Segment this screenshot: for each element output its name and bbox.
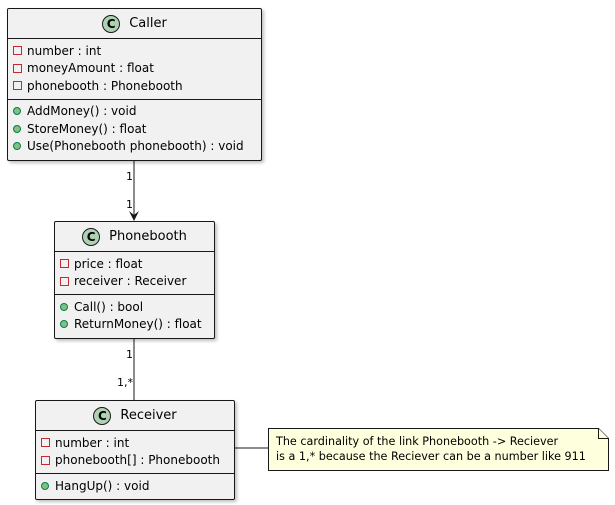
note[interactable]: The cardinality of the link Phonebooth -… xyxy=(268,428,609,471)
method-row: HangUp() : void xyxy=(36,477,234,495)
method-row: Call() : bool xyxy=(55,298,214,316)
private-visibility-icon xyxy=(13,46,22,56)
class-receiver-name: Receiver xyxy=(120,408,177,423)
field-text: receiver : Receiver xyxy=(74,274,187,289)
private-visibility-icon xyxy=(60,276,69,286)
class-caller-fields: number : int moneyAmount : float phonebo… xyxy=(8,39,261,99)
class-caller-header: C Caller xyxy=(8,9,261,39)
field-row: moneyAmount : float xyxy=(8,60,261,78)
field-row: number : int xyxy=(36,434,234,452)
class-icon: C xyxy=(102,14,121,33)
multiplicity-phonebooth-source: 1 xyxy=(126,348,133,361)
multiplicity-caller-end: 1 xyxy=(126,170,133,183)
class-receiver-fields: number : int phonebooth[] : Phonebooth xyxy=(36,431,234,473)
method-text: Call() : bool xyxy=(74,299,144,314)
public-visibility-icon xyxy=(13,142,21,151)
field-row: number : int xyxy=(8,42,261,60)
class-icon: C xyxy=(93,406,112,425)
method-text: AddMoney() : void xyxy=(27,104,137,119)
private-visibility-icon xyxy=(13,63,22,73)
class-receiver-methods: HangUp() : void xyxy=(36,473,234,499)
private-visibility-icon xyxy=(41,455,50,465)
field-text: number : int xyxy=(27,43,102,58)
note-line-1: The cardinality of the link Phonebooth -… xyxy=(276,435,559,448)
note-line-2: is a 1,* because the Reciever can be a n… xyxy=(276,450,586,463)
private-visibility-icon xyxy=(41,438,50,448)
method-text: StoreMoney() : float xyxy=(27,121,147,136)
public-visibility-icon xyxy=(60,320,68,329)
field-text: moneyAmount : float xyxy=(27,61,154,76)
private-visibility-icon xyxy=(13,81,22,91)
public-visibility-icon xyxy=(13,124,21,133)
method-row: Use(Phonebooth phonebooth) : void xyxy=(8,138,261,156)
note-shape xyxy=(268,428,609,471)
class-phonebooth[interactable]: C Phonebooth price : float receiver : Re… xyxy=(54,221,215,339)
note-text: The cardinality of the link Phonebooth -… xyxy=(276,434,586,464)
class-receiver-header: C Receiver xyxy=(36,401,234,431)
method-text: ReturnMoney() : float xyxy=(74,317,202,332)
class-receiver[interactable]: C Receiver number : int phonebooth[] : P… xyxy=(35,400,235,500)
multiplicity-receiver-end: 1,* xyxy=(117,376,133,389)
class-phonebooth-header: C Phonebooth xyxy=(55,222,214,252)
class-phonebooth-fields: price : float receiver : Receiver xyxy=(55,252,214,294)
class-caller-methods: AddMoney() : void StoreMoney() : float U… xyxy=(8,98,261,160)
method-text: HangUp() : void xyxy=(55,478,150,493)
class-icon: C xyxy=(82,227,101,246)
field-text: phonebooth : Phonebooth xyxy=(27,78,183,93)
field-row: price : float xyxy=(55,255,214,273)
public-visibility-icon xyxy=(41,481,49,490)
field-text: phonebooth[] : Phonebooth xyxy=(55,453,220,468)
method-row: AddMoney() : void xyxy=(8,103,261,121)
class-phonebooth-methods: Call() : bool ReturnMoney() : float xyxy=(55,294,214,337)
method-row: StoreMoney() : float xyxy=(8,120,261,138)
class-caller-name: Caller xyxy=(129,16,167,31)
method-row: ReturnMoney() : float xyxy=(55,316,214,334)
field-text: number : int xyxy=(55,435,130,450)
class-caller[interactable]: C Caller number : int moneyAmount : floa… xyxy=(7,8,262,161)
field-text: price : float xyxy=(74,256,143,271)
multiplicity-phonebooth-end: 1 xyxy=(126,198,133,211)
field-row: receiver : Receiver xyxy=(55,273,214,291)
field-row: phonebooth[] : Phonebooth xyxy=(36,452,234,470)
method-text: Use(Phonebooth phonebooth) : void xyxy=(27,139,244,154)
public-visibility-icon xyxy=(13,107,21,116)
field-row: phonebooth : Phonebooth xyxy=(8,77,261,95)
private-visibility-icon xyxy=(60,259,69,269)
public-visibility-icon xyxy=(60,302,68,311)
class-phonebooth-name: Phonebooth xyxy=(109,229,187,244)
